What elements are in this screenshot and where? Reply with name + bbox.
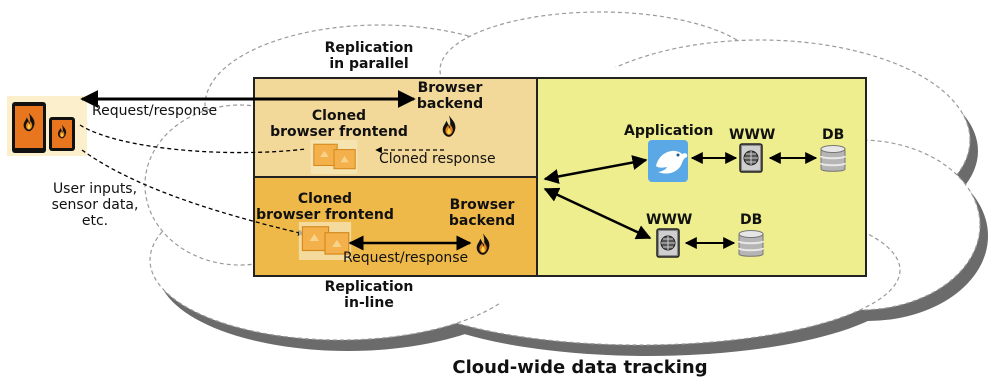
db-label-top: DB (822, 127, 845, 143)
web-server-icon (656, 228, 680, 258)
phone-icon (49, 117, 75, 151)
bottom-backend-line1: Browser (449, 197, 515, 213)
replication-parallel-line1: Replication (324, 40, 414, 56)
top-frontend-line1: Cloned (311, 108, 367, 124)
bottom-frontend-line1: Cloned (297, 191, 353, 207)
db-label-bottom: DB (740, 212, 763, 228)
www-label-bottom: WWW (646, 212, 693, 228)
browser-window-icon (310, 140, 358, 174)
top-backend-label: Browser backend (400, 80, 500, 112)
bird-icon (648, 140, 688, 182)
bottom-frontend-line2: browser frontend (256, 207, 394, 223)
inline-request-response-label: Request/response (343, 250, 469, 266)
user-inputs-line3: etc. (81, 213, 109, 229)
inputs-to-bottom-frontend-dashed (81, 149, 305, 236)
replication-parallel-line2: in parallel (329, 56, 409, 72)
user-inputs-line1: User inputs, (52, 181, 138, 197)
service-arrow-application (543, 155, 648, 184)
web-server-icon (739, 143, 763, 173)
cloned-response-label: Cloned response (379, 151, 496, 167)
replication-inline-line1: Replication (324, 279, 414, 295)
top-frontend-label: Cloned browser frontend (258, 108, 420, 140)
service-arrow-www (543, 187, 652, 240)
database-icon (820, 144, 846, 173)
top-backend-line2: backend (416, 96, 484, 112)
user-inputs-line2: sensor data, (51, 197, 139, 213)
database-icon (738, 229, 764, 258)
bottom-frontend-label: Cloned browser frontend (252, 191, 398, 223)
diagram-title: Cloud-wide data tracking (452, 357, 708, 378)
replication-inline-label: Replication in-line (309, 279, 429, 311)
top-frontend-line2: browser frontend (270, 124, 408, 140)
cloud-services-panel (536, 77, 867, 277)
bottom-backend-label: Browser backend (435, 197, 529, 229)
client-request-response-label: Request/response (92, 103, 218, 119)
bottom-backend-line2: backend (448, 213, 516, 229)
replication-inline-line2: in-line (344, 295, 394, 311)
user-inputs-label: User inputs, sensor data, etc. (40, 181, 150, 229)
client-to-top-frontend-dashed (79, 124, 307, 154)
replication-parallel-label: Replication in parallel (309, 40, 429, 72)
top-backend-line1: Browser (417, 80, 483, 96)
www-label-top: WWW (729, 127, 776, 143)
application-label: Application (624, 123, 714, 139)
